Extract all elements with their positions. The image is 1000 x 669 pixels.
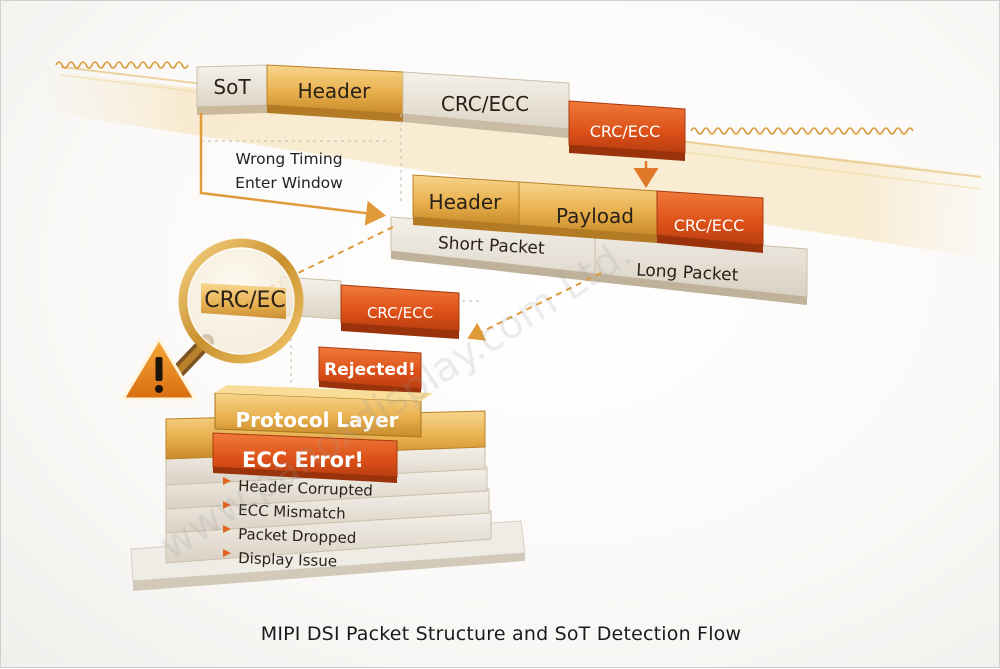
signal-wave-left: [55, 61, 189, 69]
stack-item-display-issue: Display Issue: [223, 549, 337, 570]
packet-crc-ecc-block: CRC/ECC: [656, 190, 764, 253]
sot-block: SoT: [196, 64, 268, 115]
top-crc-ecc-orange-label: CRC/ECC: [590, 122, 661, 141]
top-crc-ecc-orange-block: CRC/ECC: [568, 100, 686, 161]
ecc-error-label: ECC Error!: [242, 448, 364, 472]
stack-item-label: ECC Mismatch: [238, 501, 346, 523]
detected-crc-ecc-label: CRC/ECC: [367, 304, 433, 322]
stack-item-header-corrupted: Header Corrupted: [223, 477, 373, 500]
diagram-caption: MIPI DSI Packet Structure and SoT Detect…: [260, 623, 742, 645]
top-crc-ecc-plain-block: CRC/ECC: [402, 71, 570, 138]
stack-item-packet-dropped: Packet Dropped: [223, 525, 357, 547]
stack-item-ecc-mismatch: ECC Mismatch: [223, 501, 346, 523]
sot-label: SoT: [213, 75, 251, 99]
detected-crc-ecc-block: CRC/ECC: [280, 276, 460, 339]
top-stream: SoT Header CRC/ECC CRC/ECC: [196, 64, 686, 161]
ecc-error-bar: ECC Error!: [212, 432, 398, 483]
warning-icon: [121, 337, 197, 401]
timing-note: Wrong Timing Enter Window: [235, 150, 343, 192]
packet-crc-ecc-label: CRC/ECC: [674, 216, 745, 235]
timing-note-line2: Enter Window: [235, 174, 343, 192]
protocol-layer-label: Protocol Layer: [235, 408, 398, 432]
packet-header-label: Header: [429, 190, 503, 214]
timing-arrow: [199, 113, 386, 226]
top-header-label: Header: [298, 79, 372, 103]
bullet-icon: [223, 501, 231, 509]
bullet-icon: [223, 477, 231, 485]
signal-wave-right: [690, 127, 914, 135]
packet-header-block: Header: [412, 174, 520, 233]
magnifier-ring: [178, 238, 304, 364]
bullet-icon: [223, 549, 231, 557]
timing-note-line1: Wrong Timing: [235, 150, 342, 168]
stack-item-label: Packet Dropped: [238, 525, 357, 547]
protocol-layer-block: Protocol Layer: [214, 385, 433, 438]
rejected-badge: Rejected!: [318, 346, 422, 395]
stack-item-label: Header Corrupted: [238, 477, 373, 500]
stack-item-label: Display Issue: [238, 549, 337, 570]
top-crc-ecc-plain-label: CRC/ECC: [441, 92, 529, 116]
top-header-block: Header: [266, 64, 404, 122]
layer-stack: ECC Error! Protocol Layer Header Corrupt…: [130, 385, 526, 591]
bullet-icon: [223, 525, 231, 533]
packet-payload-block: Payload: [518, 181, 658, 243]
magnifier: CRC/EC: [162, 238, 304, 388]
packet-structure: Header Payload CRC/ECC Short Packet Long…: [390, 174, 808, 305]
magnifier-zoom-label: CRC/EC: [204, 288, 286, 313]
dashed-arrow-to-rejected: [467, 272, 602, 341]
rejected-label: Rejected!: [324, 360, 416, 380]
packet-payload-label: Payload: [556, 204, 634, 228]
